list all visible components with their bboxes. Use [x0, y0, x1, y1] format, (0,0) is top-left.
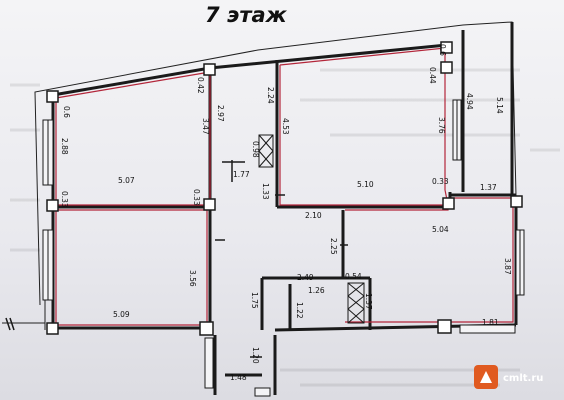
dim-label: 1.37 — [480, 183, 497, 192]
dim-label: 0.98 — [251, 141, 260, 158]
dim-label: 3.76 — [437, 117, 446, 134]
dim-label: 4.53 — [281, 118, 290, 135]
dim-label: 5.04 — [432, 225, 449, 234]
dim-label: 5.09 — [113, 310, 130, 319]
dim-label: 3.56 — [188, 270, 197, 287]
dim-label: 2.97 — [216, 105, 225, 122]
dim-label: 1.22 — [295, 302, 304, 319]
floor-title: 7 этаж — [205, 3, 288, 27]
dim-label: 1.75 — [250, 292, 259, 309]
dim-label: 0.6 — [438, 44, 447, 56]
dim-label: 3.47 — [201, 118, 210, 135]
dim-label: 2.88 — [60, 138, 69, 155]
dim-label: 5.14 — [495, 97, 504, 114]
dim-label: 1.37 — [364, 293, 373, 310]
dim-label: 2.24 — [266, 87, 275, 104]
watermark-text: cmlt.ru — [503, 373, 543, 384]
dim-label: 1.48 — [230, 373, 247, 382]
dim-label: 0.44 — [428, 67, 437, 84]
dim-label: 5.07 — [118, 176, 135, 185]
dim-label: 0.54 — [345, 272, 362, 281]
dim-label: 1.20 — [251, 347, 260, 364]
dim-label: 4.94 — [465, 93, 474, 110]
dim-label: 0.33 — [60, 191, 69, 208]
dim-label: 2.25 — [329, 238, 338, 255]
dim-label: 3.87 — [503, 258, 512, 275]
dim-label: 2.49 — [297, 273, 314, 282]
dim-label: 0.6 — [62, 106, 71, 118]
dim-label: 0.42 — [196, 77, 205, 94]
dim-label: 1.33 — [261, 183, 270, 200]
dim-label: 2.10 — [305, 211, 322, 220]
dim-label: 1.81 — [482, 318, 499, 327]
dim-label: 0.33 — [192, 189, 201, 206]
dim-label: 0.33 — [432, 177, 449, 186]
dim-label: 1.26 — [308, 286, 325, 295]
dim-label: 5.10 — [357, 180, 374, 189]
watermark-logo: cmlt.ru — [474, 365, 543, 389]
dim-label: 1.77 — [233, 170, 250, 179]
